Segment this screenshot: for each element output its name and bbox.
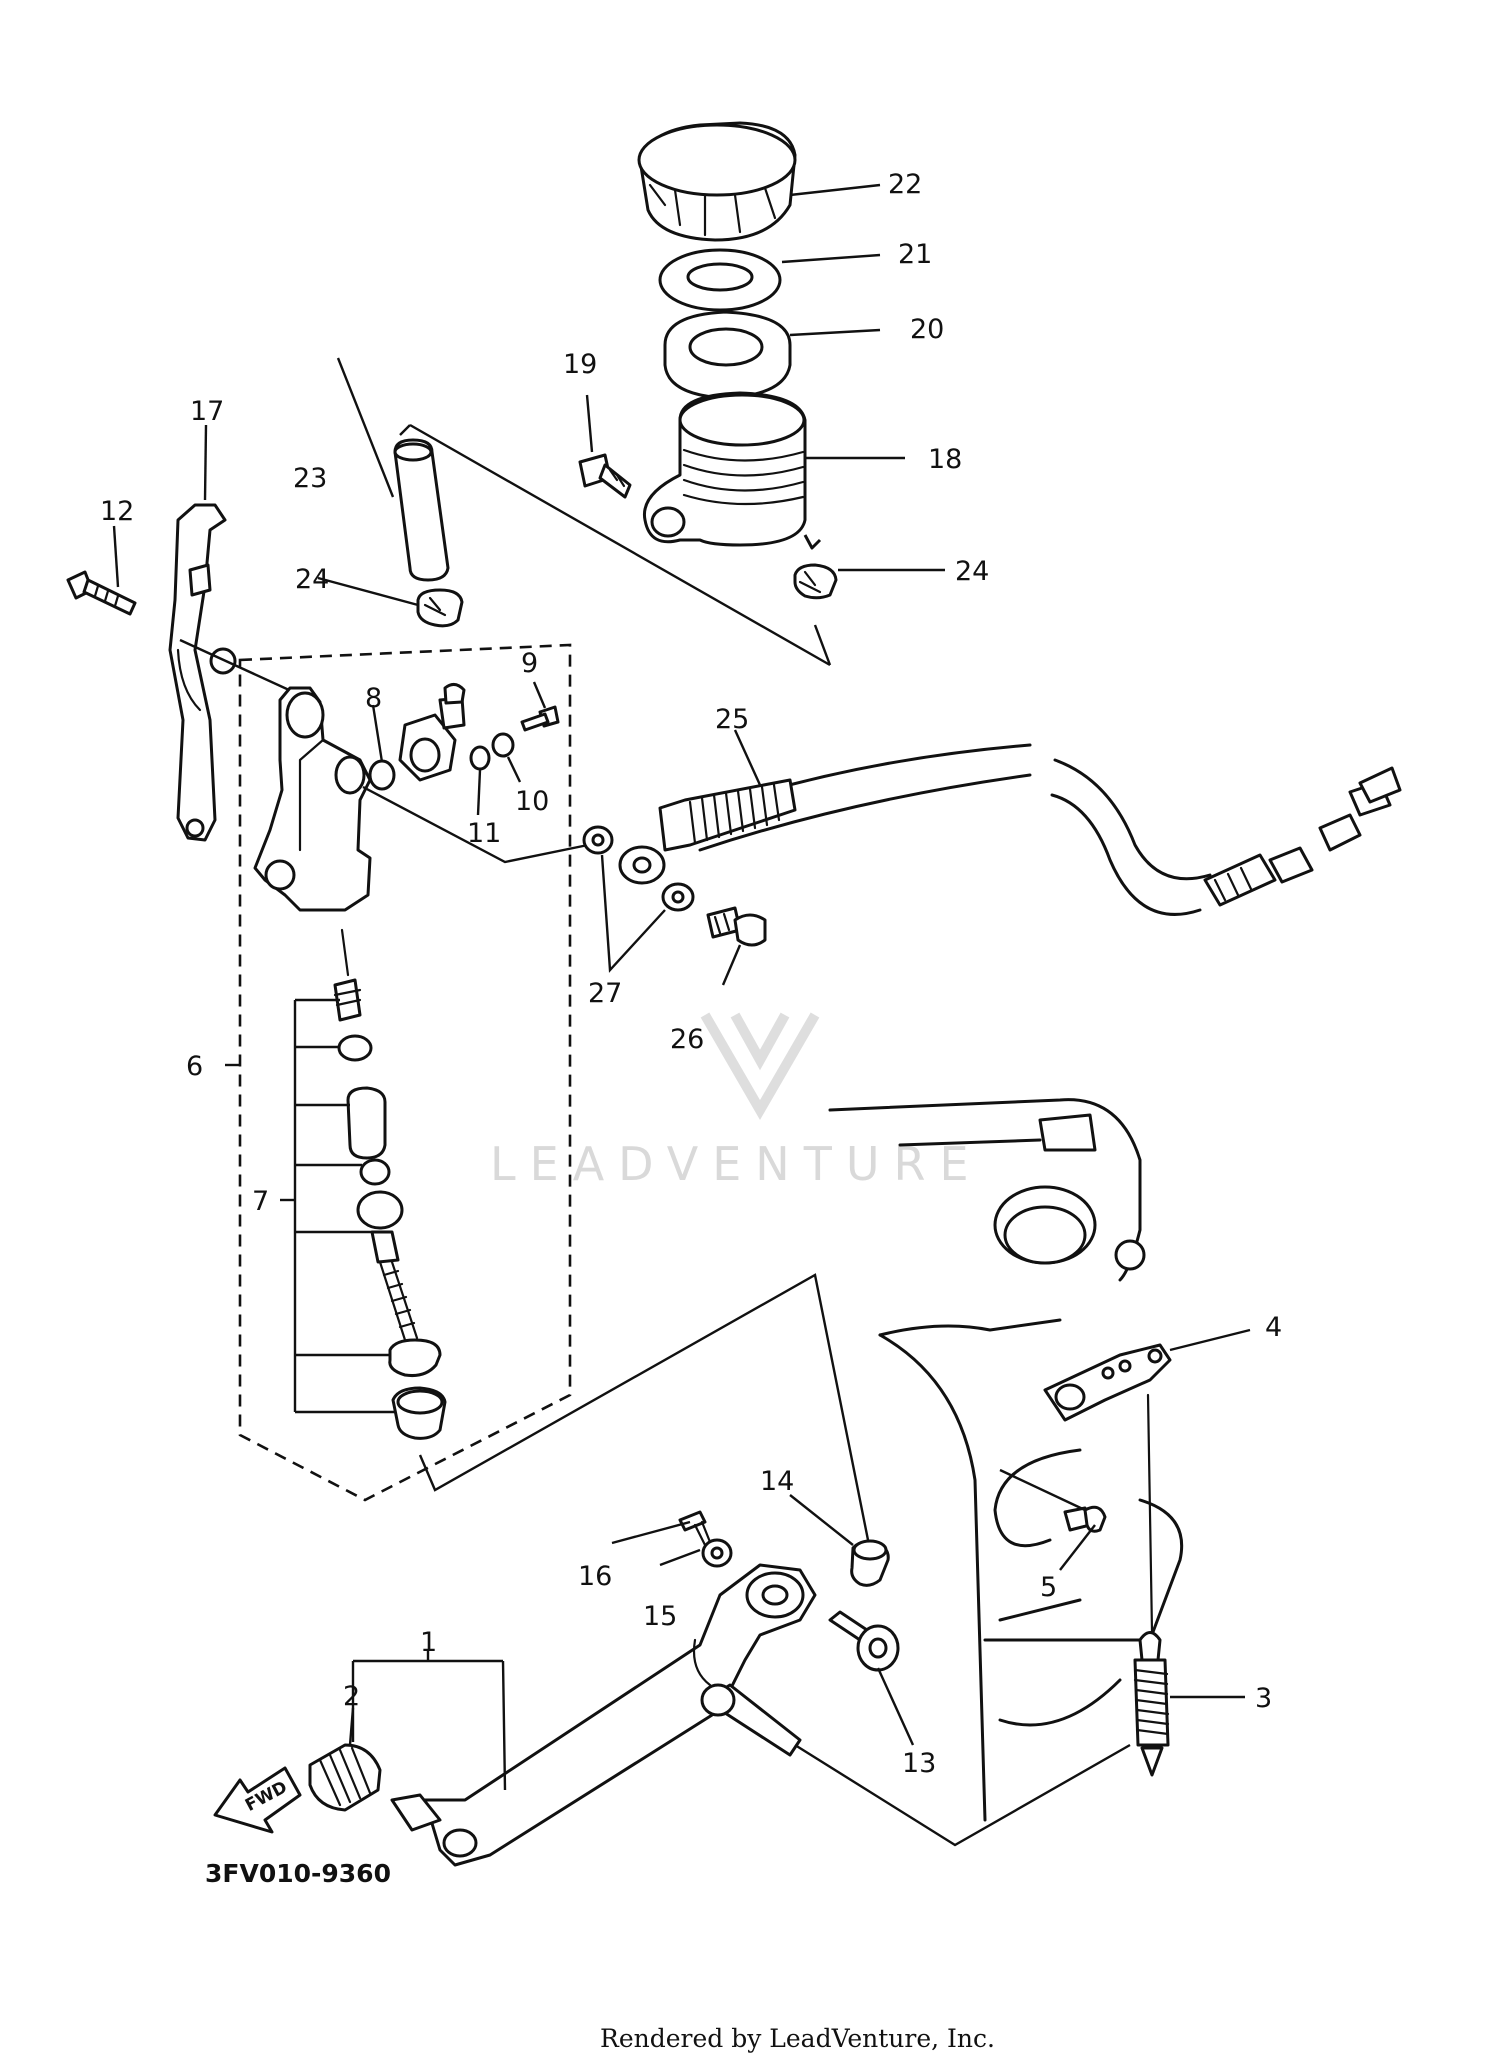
label-27: 27 xyxy=(588,978,622,1009)
label-24-left: 24 xyxy=(295,564,329,595)
crush-washer-lower xyxy=(661,882,695,912)
label-12: 12 xyxy=(100,496,134,527)
label-8: 8 xyxy=(365,683,382,714)
o-ring-8 xyxy=(368,759,396,791)
label-22: 22 xyxy=(888,169,922,200)
screw-9 xyxy=(520,705,560,732)
kit-box-6 xyxy=(238,643,572,1502)
label-24-right: 24 xyxy=(955,556,989,587)
reservoir-bolt xyxy=(578,453,632,499)
brake-rod xyxy=(168,503,237,842)
label-23: 23 xyxy=(293,463,327,494)
label-6: 6 xyxy=(186,1051,203,1082)
label-9: 9 xyxy=(521,648,538,679)
label-3: 3 xyxy=(1255,1683,1272,1714)
reservoir-hose xyxy=(393,438,450,582)
label-26: 26 xyxy=(670,1024,704,1055)
frame-outline xyxy=(828,1098,1184,1822)
label-17: 17 xyxy=(190,396,224,427)
label-25: 25 xyxy=(715,704,749,735)
label-14: 14 xyxy=(760,1466,794,1497)
crush-washer-upper xyxy=(582,825,614,855)
pedal-rubber xyxy=(308,1743,442,1832)
label-18: 18 xyxy=(928,444,962,475)
reservoir-diaphragm xyxy=(663,310,792,400)
washer-11 xyxy=(469,745,491,771)
label-4: 4 xyxy=(1265,1312,1282,1343)
reservoir-body xyxy=(642,391,822,550)
label-10: 10 xyxy=(515,786,549,817)
label-2: 2 xyxy=(343,1681,360,1712)
washer-15 xyxy=(701,1538,733,1568)
brake-pedal xyxy=(423,1563,817,1867)
label-1: 1 xyxy=(420,1627,437,1658)
reservoir-gasket xyxy=(658,248,782,312)
return-spring xyxy=(1133,1393,1170,1777)
kit-7-parts xyxy=(333,928,447,1440)
label-13: 13 xyxy=(902,1748,936,1779)
label-7: 7 xyxy=(252,1186,269,1217)
bracket-bolt xyxy=(1063,1505,1107,1533)
brake-hose xyxy=(618,743,1402,916)
union-bolt xyxy=(706,906,767,947)
washer-10 xyxy=(491,732,515,758)
rod-bolt xyxy=(66,570,137,616)
banjo-fitting xyxy=(398,683,466,782)
pedal-bolt xyxy=(828,1610,900,1672)
footer-text: Rendered by LeadVenture, Inc. xyxy=(600,2024,995,2053)
label-16: 16 xyxy=(578,1561,612,1592)
label-15: 15 xyxy=(643,1601,677,1632)
pivot-bushing xyxy=(850,1539,890,1587)
cotter-pin-16 xyxy=(678,1510,712,1547)
master-cylinder xyxy=(253,686,372,912)
label-20: 20 xyxy=(910,314,944,345)
label-11: 11 xyxy=(467,818,501,849)
hose-clamp-right xyxy=(793,563,838,600)
label-19: 19 xyxy=(563,349,597,380)
fwd-arrow: FWD xyxy=(213,1766,302,1834)
diagram-code: 3FV010-9360 xyxy=(205,1859,391,1888)
hose-clamp-left xyxy=(416,588,464,628)
label-21: 21 xyxy=(898,239,932,270)
reservoir-cap xyxy=(637,121,797,242)
watermark-logo: LEADVENTURE xyxy=(490,1012,969,1191)
label-5: 5 xyxy=(1040,1572,1057,1603)
rear-bracket xyxy=(1043,1343,1172,1422)
